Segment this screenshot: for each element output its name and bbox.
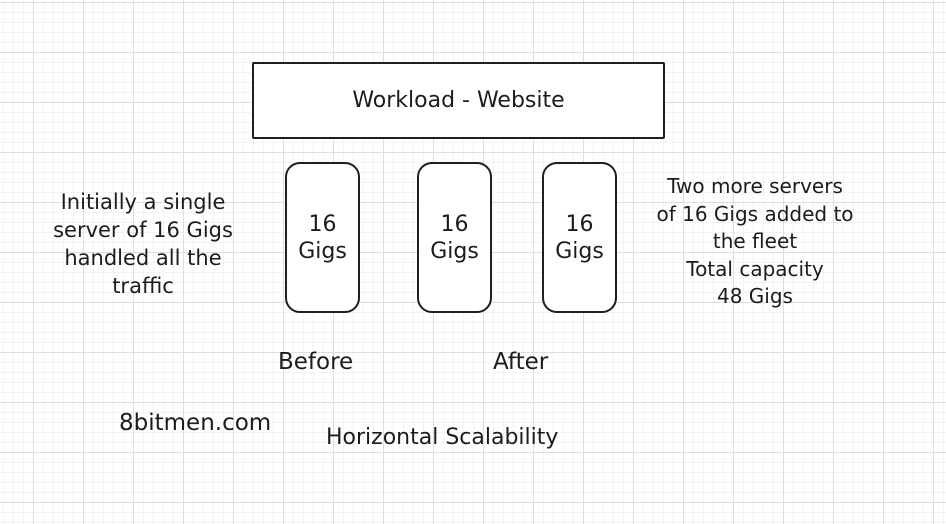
after-label: After [493,349,549,375]
diagram-caption: Horizontal Scalability [326,425,559,450]
server-box-before: 16 Gigs [285,162,360,313]
server-capacity: 16 [440,211,469,237]
server-unit: Gigs [298,238,347,264]
server-unit: Gigs [430,238,479,264]
server-box-after-1: 16 Gigs [417,162,492,313]
server-capacity: 16 [308,211,337,237]
right-annotation: Two more servers of 16 Gigs added to the… [656,174,854,308]
server-capacity: 16 [565,211,594,237]
watermark-text: 8bitmen.com [119,410,272,436]
left-annotation: Initially a single server of 16 Gigs han… [53,190,233,298]
before-label: Before [278,349,354,375]
server-unit: Gigs [555,238,604,264]
workload-box: Workload - Website [252,62,665,139]
server-box-after-2: 16 Gigs [542,162,617,313]
workload-label: Workload - Website [352,88,565,113]
